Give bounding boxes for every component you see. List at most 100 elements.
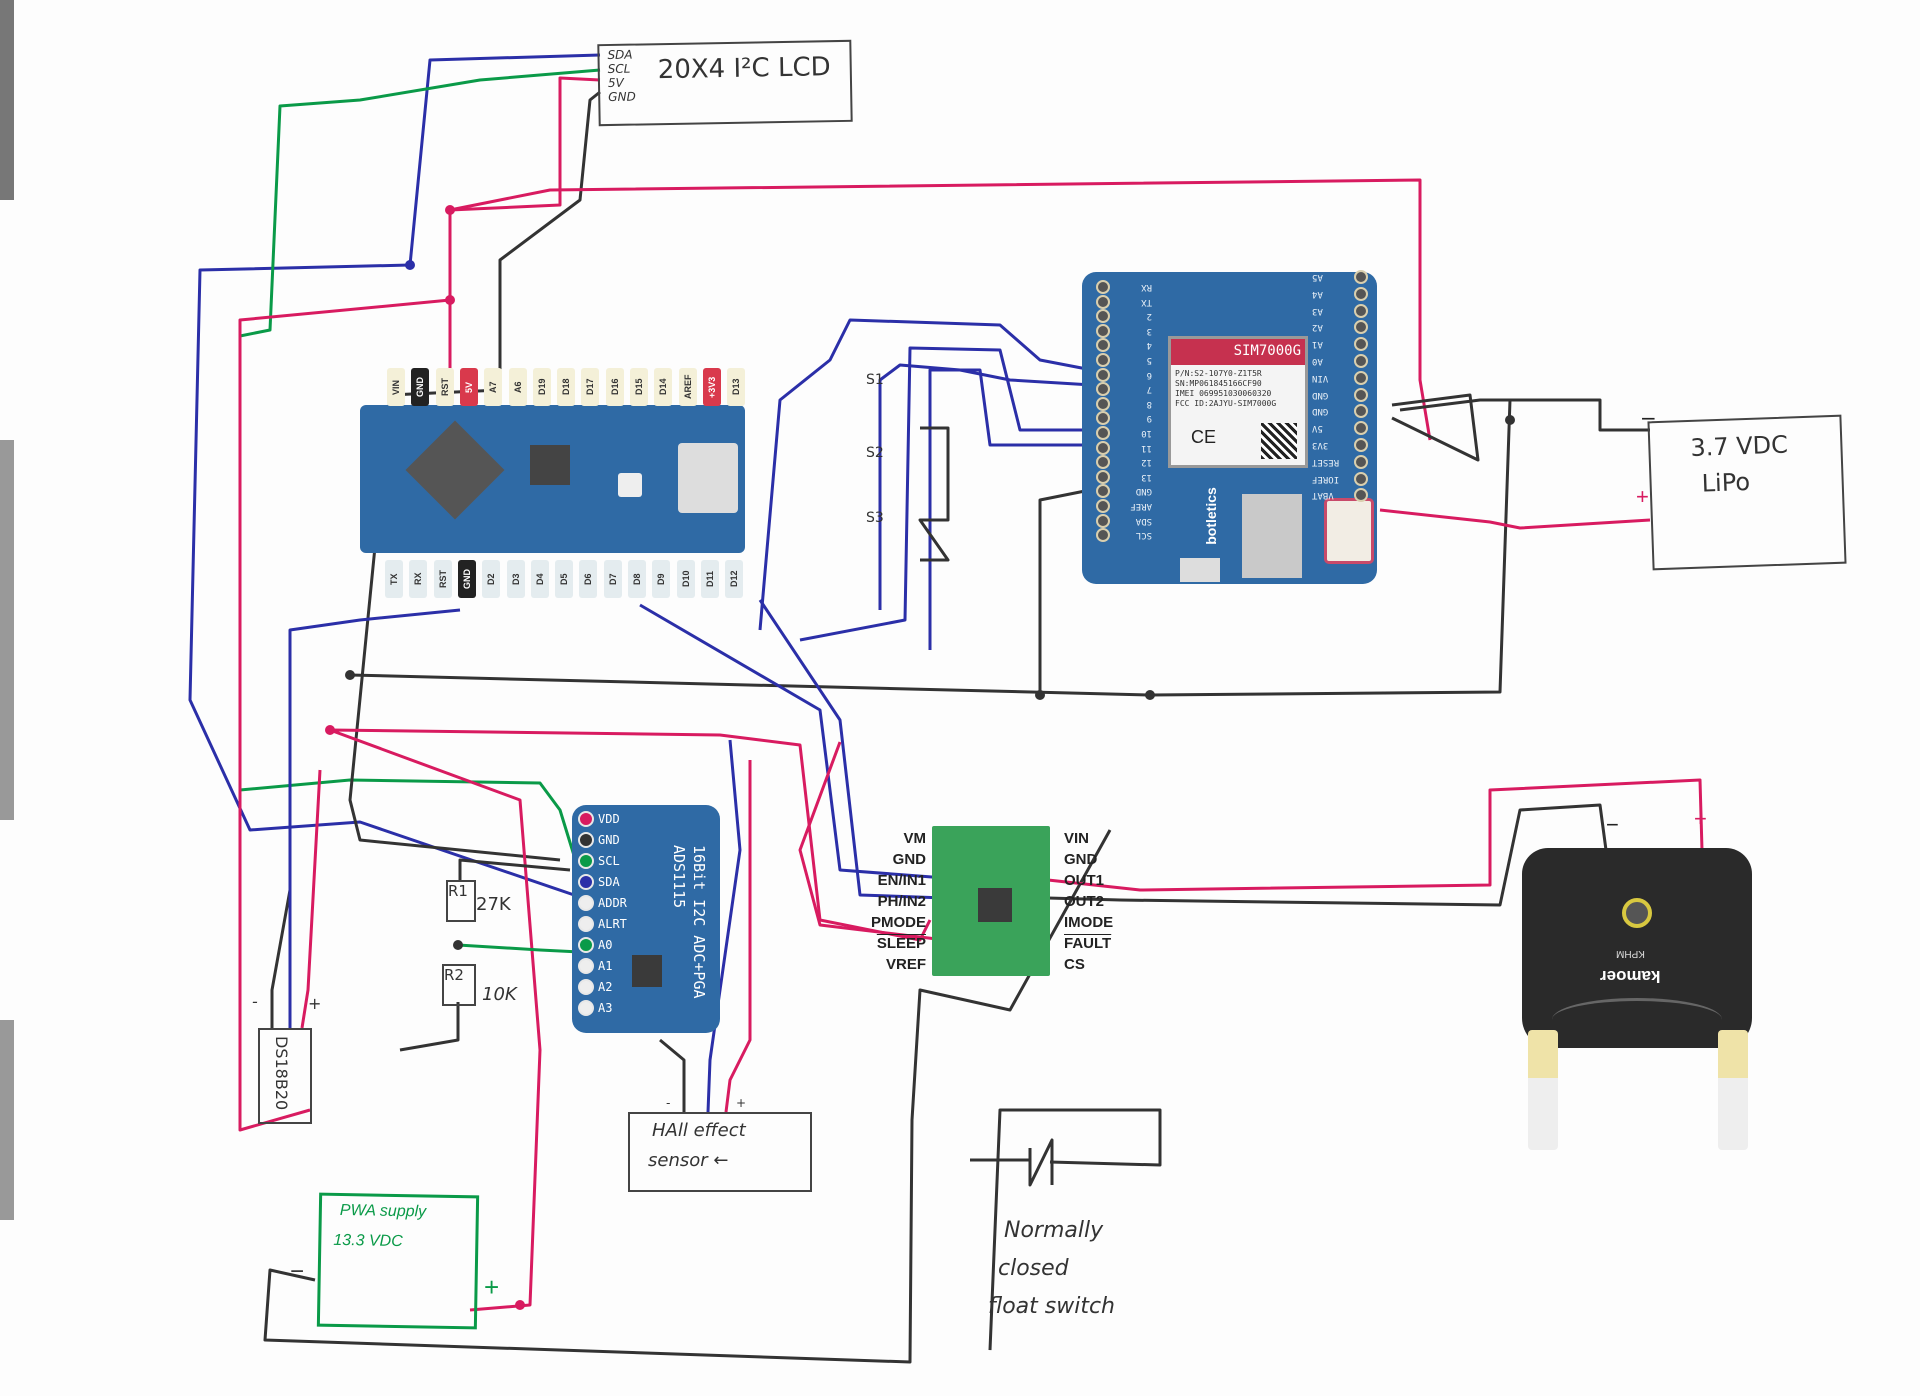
header-pin <box>1354 471 1368 486</box>
wire-sleep <box>798 741 946 942</box>
header-pin <box>1354 421 1368 436</box>
qr-code <box>1261 423 1297 459</box>
sim-pin-8: 8 <box>1146 398 1152 409</box>
driver-pin-vin: VIN <box>1064 830 1090 847</box>
switch-s3-label: S3 <box>866 510 884 526</box>
header-pin <box>1096 513 1110 528</box>
wire-lipo-plus <box>1379 508 1651 530</box>
header-pin <box>1354 354 1368 368</box>
sim-pin-13: 13 <box>1141 471 1152 482</box>
arduino-top-a6: A6 <box>508 368 527 406</box>
wire-sim-10 <box>799 346 1092 642</box>
sim-pin-vbat: VBAT <box>1312 490 1334 501</box>
switch-s2-label: S2 <box>866 445 884 461</box>
sim-pin-gnd: GND <box>1312 389 1329 400</box>
sim-chip-name: SIM7000G <box>1233 343 1301 359</box>
pin-pad <box>578 916 594 932</box>
wire-junction <box>1505 415 1515 425</box>
header-pin <box>1354 286 1368 301</box>
ads-pin-label: A3 <box>598 1001 613 1015</box>
sim-pin-7: 7 <box>1146 384 1152 395</box>
header-pin <box>1096 484 1110 499</box>
header-pin <box>1096 294 1110 309</box>
driver-pin-gnd: GND <box>1064 851 1098 868</box>
sim-module: SIM7000G P/N:S2-107Y0-Z1T5R SN:MP0618451… <box>1168 336 1308 468</box>
wire-psu-minus <box>263 829 1112 1364</box>
ads-pin-label: SDA <box>598 875 620 889</box>
header-pin <box>1354 337 1368 352</box>
float-label-line2: closed <box>998 1256 1069 1281</box>
ads-pin-label: ADDR <box>598 896 627 910</box>
wire-float-b <box>988 1108 1162 1351</box>
header-pin <box>1354 370 1368 385</box>
sim-pn: P/N:S2-107Y0-Z1T5R <box>1175 369 1262 378</box>
lipo-battery: 3.7 VDC LiPo <box>1647 414 1847 571</box>
arduino-top-rst: RST <box>435 368 454 406</box>
sim-pin-rx: RX <box>1141 282 1152 292</box>
wire-lcd-5v <box>238 76 601 1132</box>
lipo-minus: − <box>1640 406 1657 430</box>
wire-hall-sig <box>706 739 742 1113</box>
scan-edge <box>0 0 14 200</box>
scan-edge <box>0 440 14 820</box>
wire-sim-6 <box>758 318 1093 631</box>
header-pin <box>1096 367 1110 382</box>
psu-label-line1: PWA supply <box>339 1201 427 1221</box>
ce-mark: CE <box>1191 427 1217 447</box>
pin-pad <box>578 1000 594 1016</box>
ads-title: 16Bit I2C ADC+PGA <box>690 845 708 999</box>
wire-lcd-sda <box>188 53 601 899</box>
arduino-top-aref: AREF <box>678 368 697 406</box>
wire-hall-minus <box>659 1038 686 1112</box>
wire-sim-11 <box>928 368 1092 650</box>
usb-port <box>678 443 738 513</box>
sim-pin-ioref: IOREF <box>1312 473 1340 484</box>
jst-connector <box>1324 498 1374 564</box>
wire-gnd-rail <box>349 399 1512 697</box>
lcd-module: SDA SCL 5V GND 20X4 I²C LCD <box>597 39 853 127</box>
driver-pin-imode: IMODE <box>1064 914 1114 931</box>
sim-pin-a5: A5 <box>1312 272 1323 282</box>
header-pin <box>1354 320 1368 335</box>
arduino-top-d15: D15 <box>630 368 648 406</box>
header-pin <box>1354 404 1368 419</box>
wire-junction <box>515 1300 525 1310</box>
arduino-top-d17: D17 <box>581 368 600 406</box>
wire-ds-data <box>288 608 461 1028</box>
pin-pad <box>578 958 594 974</box>
pin-pad <box>578 895 594 911</box>
usb-chip <box>530 445 570 485</box>
header-pin <box>1096 469 1110 484</box>
float-label-line3: float switch <box>988 1294 1116 1319</box>
pump-tube-left <box>1528 1030 1558 1150</box>
ads-pin-label: ALRT <box>598 917 627 931</box>
arduino-bottom-d11: D11 <box>700 560 719 598</box>
sim-pin-reset: RESET <box>1312 456 1340 467</box>
driver-pin-fault: FAULT <box>1064 935 1112 952</box>
sim-pin-12: 12 <box>1141 457 1152 468</box>
sim-pin-2: 2 <box>1146 311 1152 322</box>
ads-pin-a0: A0 <box>578 937 612 953</box>
sim-pin-scl: SCL <box>1135 530 1152 541</box>
pump-model: KPHM <box>1616 948 1645 959</box>
driver-chip <box>978 888 1012 922</box>
psu-label-line2: 13.3 VDC <box>333 1231 403 1251</box>
wire-r1-top <box>458 858 571 880</box>
wire-hall-plus <box>724 760 752 1113</box>
sim7000-shield: SIM7000G P/N:S2-107Y0-Z1T5R SN:MP0618451… <box>1082 272 1377 584</box>
ads-subtitle: ADS1115 <box>670 845 688 908</box>
hall-label-text: sensor <box>648 1150 708 1171</box>
switch-s1-label: S1 <box>866 372 884 388</box>
sim-pin-10: 10 <box>1141 428 1152 438</box>
wire-ds-plus <box>300 769 322 1029</box>
arduino-bottom-d10: D10 <box>676 560 695 598</box>
arduino-bottom-d2: D2 <box>482 560 501 598</box>
ds18b20-minus: - <box>252 992 258 1011</box>
wire-junction <box>453 940 463 950</box>
lcd-pin-gnd: GND <box>608 89 636 105</box>
ds18b20-sensor: DS18B20 <box>258 1028 312 1124</box>
driver-pin-out1: OUT1 <box>1064 872 1105 889</box>
arduino-top-d13: D13 <box>727 368 746 406</box>
header-pin <box>1096 382 1110 397</box>
arduino-top-d14: D14 <box>654 368 673 406</box>
